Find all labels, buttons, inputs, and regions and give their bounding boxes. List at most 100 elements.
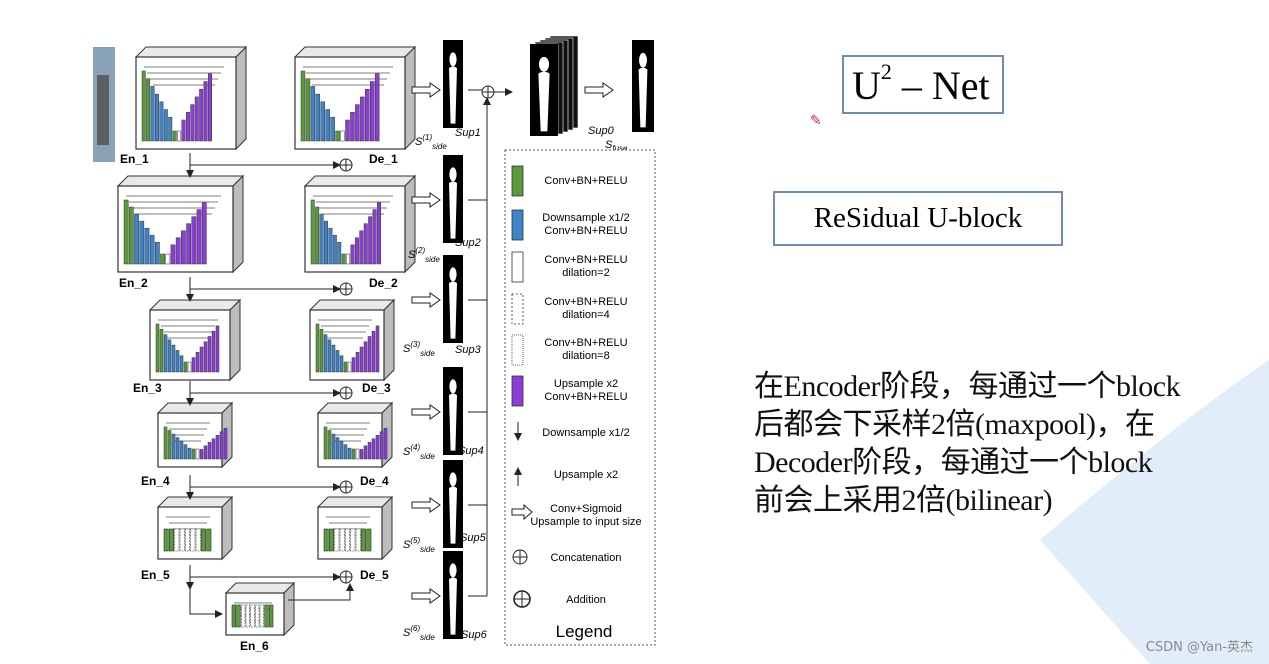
description-line-2: 后都会下采样2倍(maxpool)，在 bbox=[754, 408, 1155, 441]
final-output-image bbox=[632, 40, 654, 132]
side-label-6: S(6)side bbox=[403, 624, 435, 642]
decoder-block-4 bbox=[316, 401, 394, 469]
side-arrow-1 bbox=[411, 82, 441, 98]
concat-3 bbox=[339, 386, 353, 400]
encoder-label-5: En_5 bbox=[141, 568, 170, 582]
decoder-label-2: De_2 bbox=[369, 276, 398, 290]
rsu-label: ReSidual U-block bbox=[813, 202, 1023, 234]
side-arrow-6 bbox=[411, 588, 441, 604]
legend-text-6-2: Conv+BN+RELU bbox=[544, 391, 627, 403]
input-image-person bbox=[97, 75, 109, 145]
sup-label-1: Sup1 bbox=[455, 127, 481, 139]
encoder-block-1 bbox=[134, 45, 248, 151]
concat-5 bbox=[339, 570, 353, 584]
title-superscript: 2 bbox=[880, 58, 892, 84]
side-label-4: S(4)side bbox=[403, 443, 435, 461]
decoder-block-5 bbox=[316, 495, 394, 561]
sup-label-4: Sup4 bbox=[458, 445, 484, 457]
side-label-1: S(1)side bbox=[415, 133, 447, 151]
legend-text-4-1: Conv+BN+RELU bbox=[544, 296, 627, 308]
legend-text-4-2: dilation=4 bbox=[562, 309, 609, 321]
legend-icon-10 bbox=[512, 549, 528, 565]
description-line-3: Decoder阶段，每通过一个block bbox=[754, 446, 1153, 479]
legend-text-5-1: Conv+BN+RELU bbox=[544, 337, 627, 349]
description-text: 在Encoder阶段，每通过一个block 后都会下采样2倍(maxpool)，… bbox=[754, 368, 1254, 520]
encoder-label-1: En_1 bbox=[120, 152, 149, 166]
pen-cursor-icon: ✎ bbox=[810, 112, 822, 128]
encoder-label-4: En_4 bbox=[141, 474, 170, 488]
side-arrow-3 bbox=[411, 292, 441, 308]
legend-title: Legend bbox=[556, 622, 613, 641]
sup-label-5: Sup5 bbox=[460, 532, 487, 544]
legend-text-11-1: Addition bbox=[566, 594, 606, 606]
description-line-4: 前会上采用2倍(bilinear) bbox=[754, 484, 1053, 517]
legend-text-7-1: Downsample x1/2 bbox=[542, 427, 629, 439]
encoder-block-4 bbox=[156, 401, 234, 469]
side-arrow-4 bbox=[411, 404, 441, 420]
legend-text-10-1: Concatenation bbox=[551, 552, 622, 564]
encoder-block-3 bbox=[148, 298, 242, 382]
side-arrow-2 bbox=[411, 192, 441, 208]
decoder-label-4: De_4 bbox=[360, 474, 389, 488]
legend-icon-11 bbox=[513, 590, 531, 608]
side-output-image-3 bbox=[443, 255, 463, 343]
legend-icon-2 bbox=[511, 209, 524, 241]
title-main: U bbox=[852, 63, 881, 108]
sup-label-6: Sup6 bbox=[461, 629, 488, 641]
side-output-image-4 bbox=[443, 367, 463, 455]
fused-map-front bbox=[530, 44, 558, 136]
legend-text-9-1: Conv+Sigmoid bbox=[550, 503, 622, 515]
side-label-5: S(5)side bbox=[403, 536, 435, 554]
background-wedge bbox=[1040, 360, 1269, 664]
legend-icon-5 bbox=[511, 334, 524, 366]
legend-text-3-1: Conv+BN+RELU bbox=[544, 254, 627, 266]
legend-icon-9 bbox=[511, 503, 533, 521]
decoder-block-2 bbox=[303, 174, 417, 274]
legend-text-6-1: Upsample x2 bbox=[554, 378, 618, 390]
legend-box bbox=[504, 149, 656, 646]
decoder-block-1 bbox=[293, 45, 417, 151]
legend-text-8-1: Upsample x2 bbox=[554, 469, 618, 481]
decoder-label-5: De_5 bbox=[360, 568, 389, 582]
decoder-label-3: De_3 bbox=[362, 381, 391, 395]
decoder-block-3 bbox=[308, 298, 396, 382]
side-output-image-5 bbox=[443, 460, 463, 548]
skip-to-en6 bbox=[189, 580, 223, 618]
concat-2 bbox=[339, 282, 353, 296]
sup0-label: Sup0 bbox=[588, 125, 615, 137]
legend-icon-1 bbox=[511, 165, 524, 197]
sup-label-3: Sup3 bbox=[455, 344, 482, 356]
legend-icon-6 bbox=[511, 375, 524, 407]
encoder-block-6 bbox=[224, 581, 296, 637]
final-arrow bbox=[584, 82, 614, 98]
side-output-image-2 bbox=[443, 155, 463, 243]
description-line-1: 在Encoder阶段，每通过一个block bbox=[754, 370, 1181, 403]
encoder-block-5 bbox=[156, 495, 234, 561]
title-rest: – Net bbox=[891, 63, 990, 108]
model-title-box: U2 – Net bbox=[842, 55, 1004, 114]
decoder-label-1: De_1 bbox=[369, 152, 398, 166]
side-output-image-1 bbox=[443, 40, 463, 128]
concat-1 bbox=[339, 158, 353, 172]
sup-label-2: Sup2 bbox=[455, 237, 481, 249]
legend-text-3-2: dilation=2 bbox=[562, 267, 609, 279]
legend-text-1-1: Conv+BN+RELU bbox=[544, 175, 627, 187]
en6-to-concat bbox=[288, 583, 354, 601]
encoder-label-3: En_3 bbox=[133, 381, 162, 395]
legend-icon-4 bbox=[511, 293, 524, 325]
legend-icon-3 bbox=[511, 251, 524, 283]
fuse-concat bbox=[481, 85, 495, 99]
side-arrow-5 bbox=[411, 497, 441, 513]
watermark: CSDN @Yan-英杰 bbox=[1145, 640, 1253, 655]
concat-4 bbox=[339, 480, 353, 494]
legend-text-2-2: Conv+BN+RELU bbox=[544, 225, 627, 237]
side-output-image-6 bbox=[443, 551, 463, 639]
encoder-label-6: En_6 bbox=[240, 639, 269, 653]
legend-text-9-2: Upsample to input size bbox=[530, 516, 641, 528]
legend-text-5-2: dilation=8 bbox=[562, 350, 609, 362]
rsu-label-box: ReSidual U-block bbox=[773, 191, 1063, 246]
legend-text-2-1: Downsample x1/2 bbox=[542, 212, 629, 224]
encoder-block-2 bbox=[116, 174, 245, 274]
encoder-label-2: En_2 bbox=[119, 276, 148, 290]
